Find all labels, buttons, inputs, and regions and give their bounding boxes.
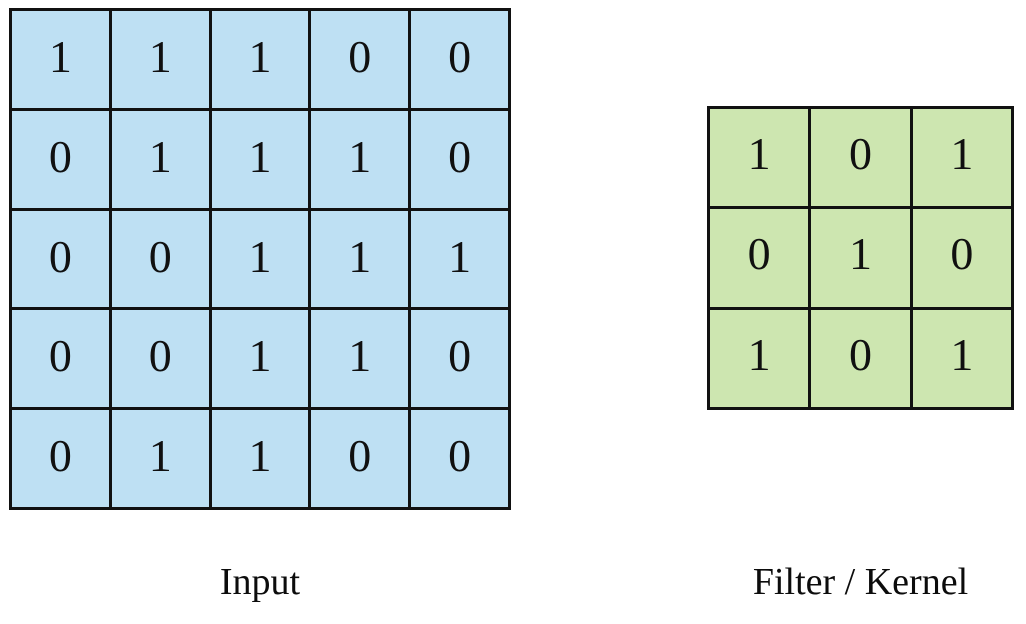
filter-cell-r1c2: 0 bbox=[912, 209, 1011, 307]
input-cell-r3c0: 0 bbox=[12, 310, 109, 408]
input-cell-r1c3: 1 bbox=[311, 110, 409, 208]
input-cell-r4c4: 0 bbox=[411, 410, 508, 507]
input-cell-r3c3: 1 bbox=[311, 310, 409, 408]
input-cell-r1c4: 0 bbox=[411, 110, 508, 208]
filter-cell-r2c2: 1 bbox=[912, 309, 1011, 407]
input-cell-r0c0: 1 bbox=[12, 11, 109, 108]
input-cell-r0c2: 1 bbox=[211, 11, 309, 108]
filter-cell-r0c1: 0 bbox=[811, 109, 910, 207]
filter-cell-r0c0: 1 bbox=[710, 109, 809, 207]
input-cell-r1c1: 1 bbox=[111, 110, 209, 208]
input-cell-r2c0: 0 bbox=[12, 210, 109, 308]
input-caption: Input bbox=[219, 561, 301, 603]
input-cell-r2c3: 1 bbox=[311, 210, 409, 308]
input-cell-r0c3: 0 bbox=[311, 11, 409, 108]
filter-kernel-grid: 1 0 1 0 1 0 1 0 1 bbox=[707, 106, 1014, 410]
input-cell-r3c1: 0 bbox=[111, 310, 209, 408]
input-cell-r2c1: 0 bbox=[111, 210, 209, 308]
filter-caption: Filter / Kernel bbox=[752, 561, 969, 603]
input-cell-r2c2: 1 bbox=[211, 210, 309, 308]
input-cell-r0c1: 1 bbox=[111, 11, 209, 108]
filter-cell-r0c2: 1 bbox=[912, 109, 1011, 207]
input-cell-r0c4: 0 bbox=[411, 11, 508, 108]
input-cell-r1c2: 1 bbox=[211, 110, 309, 208]
input-cell-r4c2: 1 bbox=[211, 410, 309, 507]
input-cell-r4c3: 0 bbox=[311, 410, 409, 507]
input-cell-r4c1: 1 bbox=[111, 410, 209, 507]
filter-cell-r1c1: 1 bbox=[811, 209, 910, 307]
input-cell-r1c0: 0 bbox=[12, 110, 109, 208]
input-matrix-grid: 1 1 1 0 0 0 1 1 1 0 0 0 1 1 1 0 0 1 1 0 … bbox=[9, 8, 511, 510]
input-cell-r3c4: 0 bbox=[411, 310, 508, 408]
filter-cell-r2c0: 1 bbox=[710, 309, 809, 407]
filter-cell-r2c1: 0 bbox=[811, 309, 910, 407]
input-cell-r2c4: 1 bbox=[411, 210, 508, 308]
input-cell-r3c2: 1 bbox=[211, 310, 309, 408]
input-cell-r4c0: 0 bbox=[12, 410, 109, 507]
filter-cell-r1c0: 0 bbox=[710, 209, 809, 307]
